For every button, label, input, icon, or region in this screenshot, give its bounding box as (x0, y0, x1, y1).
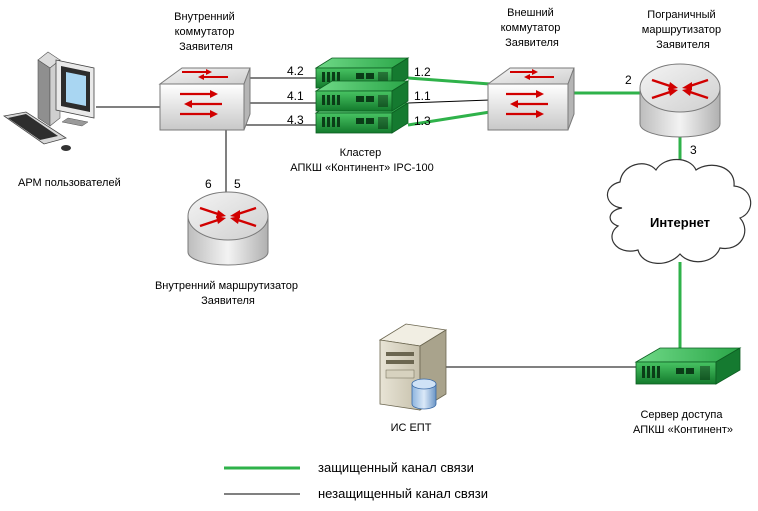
internal-switch-label: Внутренний коммутатор Заявителя (174, 11, 238, 53)
legend-insecure-label: незащищенный канал связи (318, 486, 488, 501)
cluster-label: Кластер АПКШ «Континент» IPC-100 (290, 147, 433, 174)
port-label-4-3: 4.3 (287, 113, 304, 127)
port-label-1-2: 1.2 (414, 65, 431, 79)
workstation-icon (2, 51, 95, 151)
legend-secure-label: защищенный канал связи (318, 460, 474, 475)
border-router-icon (639, 63, 721, 138)
legend: защищенный канал связи незащищенный кана… (224, 460, 488, 501)
link-cluster-external-13 (407, 110, 491, 127)
is-ept-label: ИС ЕПТ (391, 422, 432, 434)
arm-label: АРМ пользователей (18, 177, 121, 189)
internal-switch-icon (158, 67, 251, 131)
port-label-4-1: 4.1 (287, 89, 304, 103)
port-label-2: 2 (625, 73, 632, 87)
port-label-3: 3 (690, 143, 697, 157)
link-cluster-external-12 (407, 76, 491, 86)
internet-label: Интернет (650, 215, 710, 230)
port-label-4-2: 4.2 (287, 64, 304, 78)
access-server-label: Сервер доступа АПКШ «Континент» (633, 409, 733, 436)
internal-router-icon (187, 191, 269, 266)
port-label-6: 6 (205, 177, 212, 191)
external-switch-icon (486, 67, 575, 131)
cluster-gateway-icon (314, 57, 410, 134)
link-cluster-external-11 (407, 99, 491, 104)
external-switch-label: Внешний коммутатор Заявителя (501, 7, 564, 49)
port-label-1-1: 1.1 (414, 89, 431, 103)
access-server-gateway-icon (634, 347, 742, 385)
port-label-5: 5 (234, 177, 241, 191)
port-label-1-3: 1.3 (414, 114, 431, 128)
database-icon (411, 378, 437, 410)
cloud-icon (606, 158, 752, 264)
internal-router-label: Внутренний маршрутизатор Заявителя (155, 280, 301, 307)
border-router-label: Пограничный маршрутизатор Заявителя (642, 9, 724, 51)
